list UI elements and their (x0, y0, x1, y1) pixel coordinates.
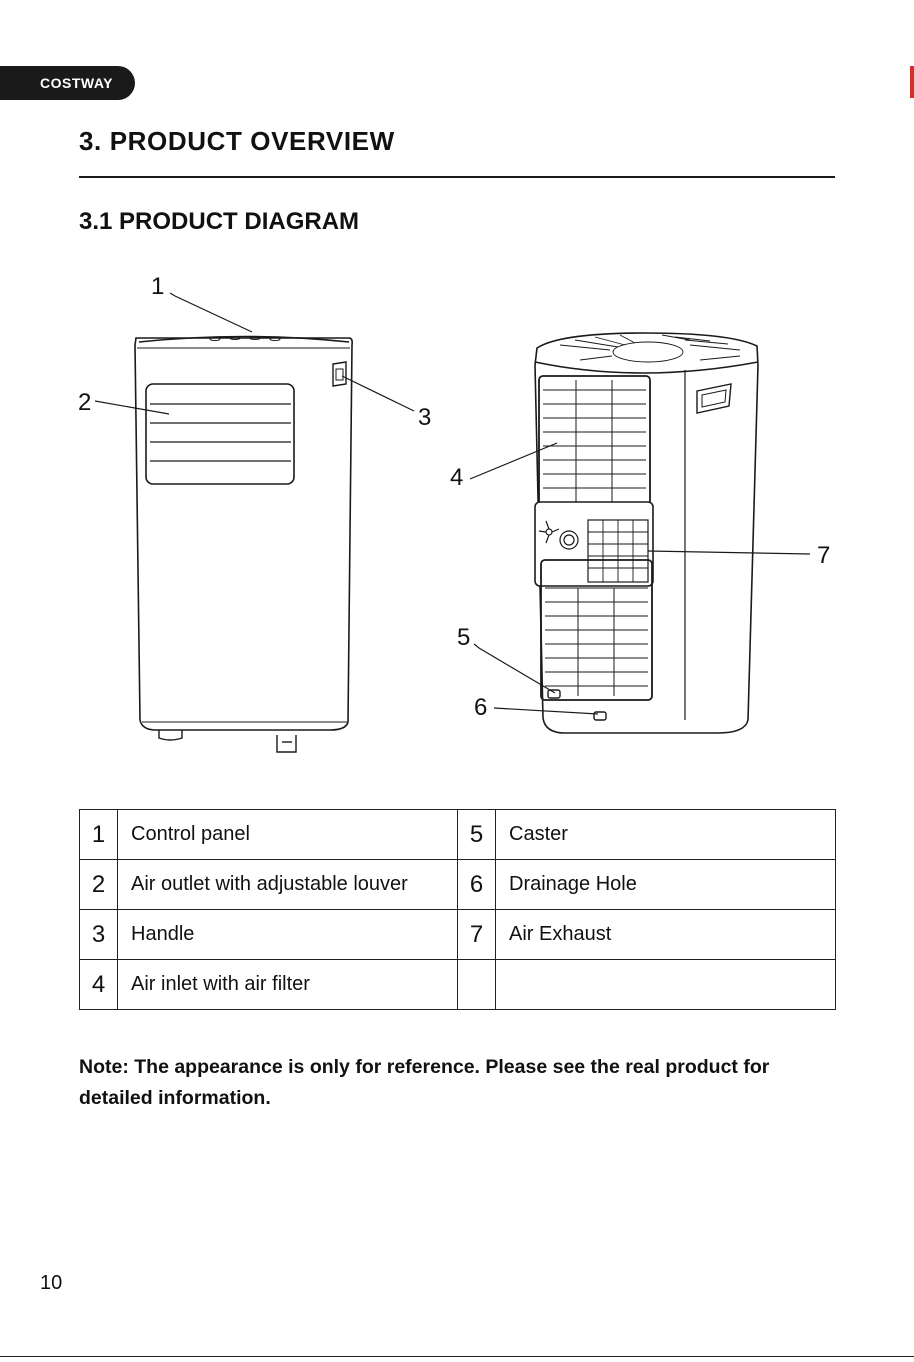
callout-6: 6 (474, 694, 487, 721)
callout-5: 5 (457, 624, 470, 651)
part-label: Air inlet with air filter (118, 960, 458, 1010)
part-label: Caster (496, 810, 836, 860)
part-label: Control panel (118, 810, 458, 860)
part-number: 1 (80, 810, 118, 860)
parts-table: 1 Control panel 5 Caster 2 Air outlet wi… (79, 809, 836, 1010)
part-label: Drainage Hole (496, 860, 836, 910)
part-number: 3 (80, 910, 118, 960)
table-row: 1 Control panel 5 Caster (80, 810, 836, 860)
part-label (496, 960, 836, 1010)
section-title: 3. PRODUCT OVERVIEW (79, 126, 395, 157)
part-label: Handle (118, 910, 458, 960)
part-number: 5 (458, 810, 496, 860)
callout-4: 4 (450, 464, 463, 491)
edge-mark (910, 66, 914, 98)
brand-name: COSTWAY (40, 75, 113, 91)
part-number: 4 (80, 960, 118, 1010)
page-number: 10 (40, 1272, 62, 1295)
callout-7: 7 (817, 542, 830, 569)
bottom-rule (0, 1356, 914, 1357)
back-unit-illustration (535, 333, 758, 733)
part-number: 7 (458, 910, 496, 960)
product-diagram: 1 2 3 4 7 5 6 (0, 260, 914, 770)
part-label: Air Exhaust (496, 910, 836, 960)
part-number: 2 (80, 860, 118, 910)
callout-1: 1 (151, 273, 164, 300)
part-number: 6 (458, 860, 496, 910)
table-row: 2 Air outlet with adjustable louver 6 Dr… (80, 860, 836, 910)
reference-note: Note: The appearance is only for referen… (79, 1052, 839, 1114)
front-unit-illustration (135, 337, 352, 753)
table-row: 4 Air inlet with air filter (80, 960, 836, 1010)
table-row: 3 Handle 7 Air Exhaust (80, 910, 836, 960)
callout-2: 2 (78, 389, 91, 416)
callout-3: 3 (418, 404, 431, 431)
title-rule (79, 176, 835, 178)
part-label: Air outlet with adjustable louver (118, 860, 458, 910)
front-casters (159, 730, 296, 752)
subsection-title: 3.1 PRODUCT DIAGRAM (79, 208, 359, 236)
brand-tab: COSTWAY (0, 66, 135, 100)
part-number (458, 960, 496, 1010)
